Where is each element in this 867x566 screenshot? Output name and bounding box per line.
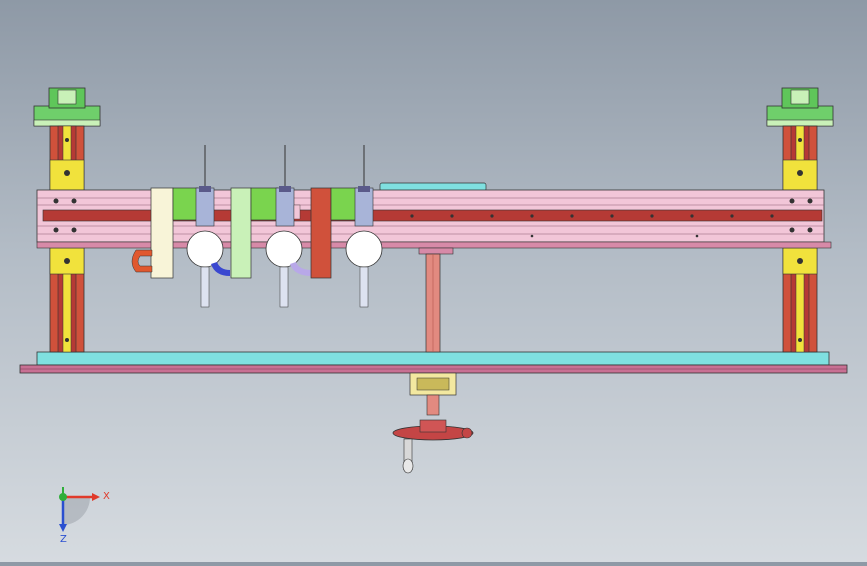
green-block-1 [172,187,199,221]
x-axis-label: X [103,491,110,502]
gauge-dial-2 [265,230,303,268]
axis-triad[interactable]: X Z [59,487,110,545]
z-axis-label: Z [60,534,67,545]
fixture-station-3 [310,145,383,308]
center-shaft-assembly [392,247,474,474]
right-column [766,87,834,353]
red-clamp-block-3 [310,187,332,279]
gauge-dial-1 [186,230,224,268]
white-guide-block-1 [150,187,174,279]
base-top-plate [36,351,830,366]
gauge-dial-3 [345,230,383,268]
pale-green-block-2 [230,187,252,279]
fixture-station-1 [131,145,230,308]
green-block-3 [330,187,358,221]
fixture-station-2 [230,145,312,308]
base-assembly [19,351,848,374]
green-block-2 [250,187,279,221]
beam-rail [42,209,823,222]
